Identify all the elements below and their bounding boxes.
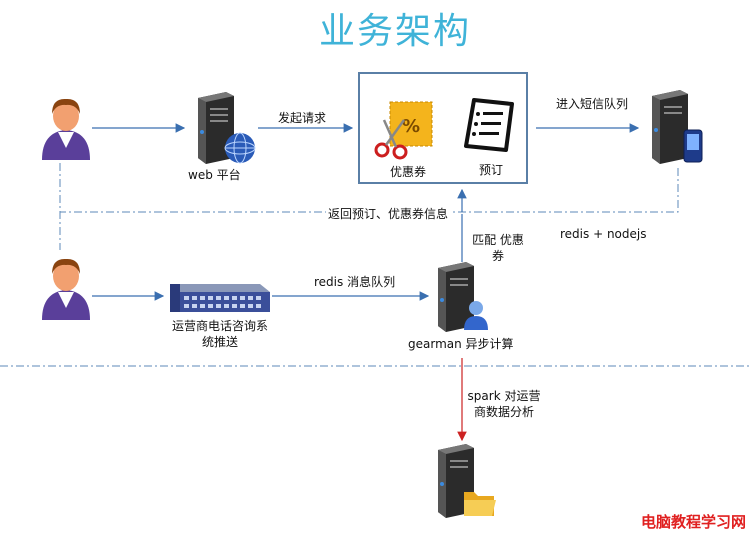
- server-icon: [438, 444, 496, 518]
- label-send-request: 发起请求: [278, 111, 327, 125]
- user-icon: [42, 258, 90, 320]
- phone-icon: [683, 129, 703, 163]
- label-gearman: gearman 异步计算: [408, 337, 514, 351]
- label-carrier-push: 运营商电话咨询系统推送: [171, 319, 268, 349]
- server-icon: [652, 90, 703, 164]
- diagram-title: 业务架构: [318, 11, 471, 52]
- user-icon: [42, 98, 90, 160]
- scissors-icon: [374, 119, 408, 160]
- label-enter-sms-queue: 进入短信队列: [556, 97, 629, 111]
- folder-icon: [464, 492, 496, 516]
- server-icon: [198, 92, 256, 164]
- receipt-icon: [464, 98, 514, 152]
- switch-icon: [170, 284, 270, 312]
- label-spark: spark 对运营商数据分析: [467, 389, 541, 419]
- return-path: [60, 168, 679, 213]
- coupon-icon: %: [374, 101, 433, 160]
- label-redis-queue: redis 消息队列: [314, 275, 396, 289]
- label-match-coupon: 匹配 优惠券: [472, 233, 524, 263]
- svg-text:%: %: [402, 116, 420, 137]
- globe-icon: [224, 132, 256, 164]
- label-coupon: 优惠券: [390, 165, 427, 179]
- label-redis-nodejs: redis + nodejs: [560, 227, 647, 241]
- label-reserve: 预订: [479, 163, 504, 177]
- server-icon: [438, 262, 488, 332]
- user-icon: [464, 301, 488, 330]
- watermark: 电脑教程学习网: [640, 513, 746, 531]
- label-return-info: 返回预订、优惠券信息: [326, 206, 451, 222]
- label-web-platform: web 平台: [188, 168, 241, 182]
